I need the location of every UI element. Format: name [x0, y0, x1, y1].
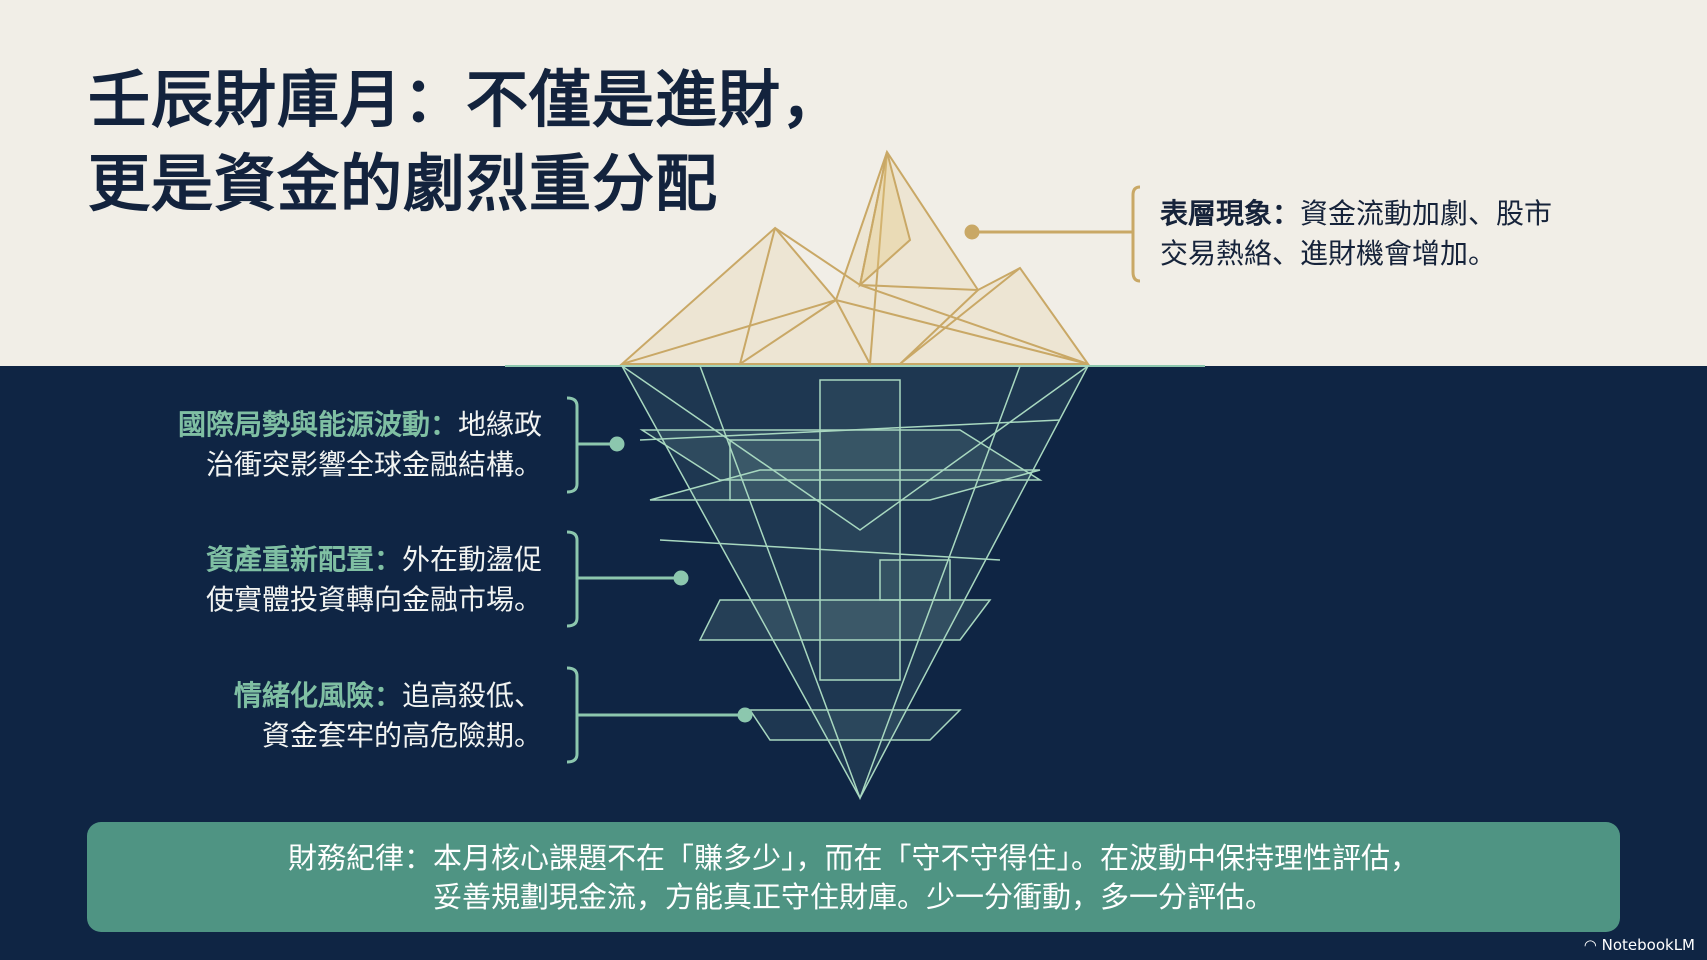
iceberg-underwater [620, 365, 1090, 801]
surface-term: 表層現象： [1160, 197, 1301, 230]
layer-term: 國際局勢與能源波動： [177, 408, 458, 441]
title-line-1: 壬辰財庫月：不僅是進財， [88, 63, 845, 136]
conclusion-line-2: 妥善規劃現金流，方能真正守住財庫。少一分衝動，多一分評估。 [432, 880, 1274, 914]
notebooklm-logo-icon: ◠ [1583, 936, 1602, 954]
title-line-2: 更是資金的劇烈重分配 [88, 147, 719, 220]
layer-text: 外在動盪促 [401, 543, 542, 576]
layer-label-reallocation: 資產重新配置：外在動盪促 使實體投資轉向金融市場。 [206, 540, 542, 620]
layer-text: 治衝突影響全球金融結構。 [205, 448, 542, 481]
layer-term: 資產重新配置： [205, 543, 402, 576]
notebooklm-watermark: ◠ NotebookLM [1584, 936, 1695, 954]
layer-text: 使實體投資轉向金融市場。 [205, 583, 542, 616]
surface-text-2: 交易熱絡、進財機會增加。 [1160, 237, 1497, 270]
layer-label-geopolitics: 國際局勢與能源波動：地緣政 治衝突影響全球金融結構。 [178, 405, 542, 485]
layer-text: 地緣政 [457, 408, 542, 441]
surface-connector [964, 185, 1141, 283]
iceberg-tip [619, 149, 1090, 368]
conclusion-box: 財務紀律：本月核心課題不在「賺多少」，而在「守不守得住」。在波動中保持理性評估，… [87, 822, 1620, 932]
layer-term: 情緒化風險： [233, 679, 402, 712]
conclusion-line-1: 財務紀律：本月核心課題不在「賺多少」，而在「守不守得住」。在波動中保持理性評估， [287, 841, 1419, 875]
layer-text: 資金套牢的高危險期。 [261, 719, 542, 752]
layer-connectors [566, 396, 753, 764]
surface-text-1: 資金流動加劇、股市 [1300, 197, 1553, 230]
layer-text: 追高殺低、 [401, 679, 542, 712]
surface-label: 表層現象：資金流動加劇、股市 交易熱絡、進財機會增加。 [1160, 194, 1552, 274]
watermark-text: NotebookLM [1601, 936, 1695, 954]
layer-label-emotional-risk: 情緒化風險：追高殺低、 資金套牢的高危險期。 [234, 676, 542, 756]
page-title: 壬辰財庫月：不僅是進財， 更是資金的劇烈重分配 [88, 58, 844, 226]
